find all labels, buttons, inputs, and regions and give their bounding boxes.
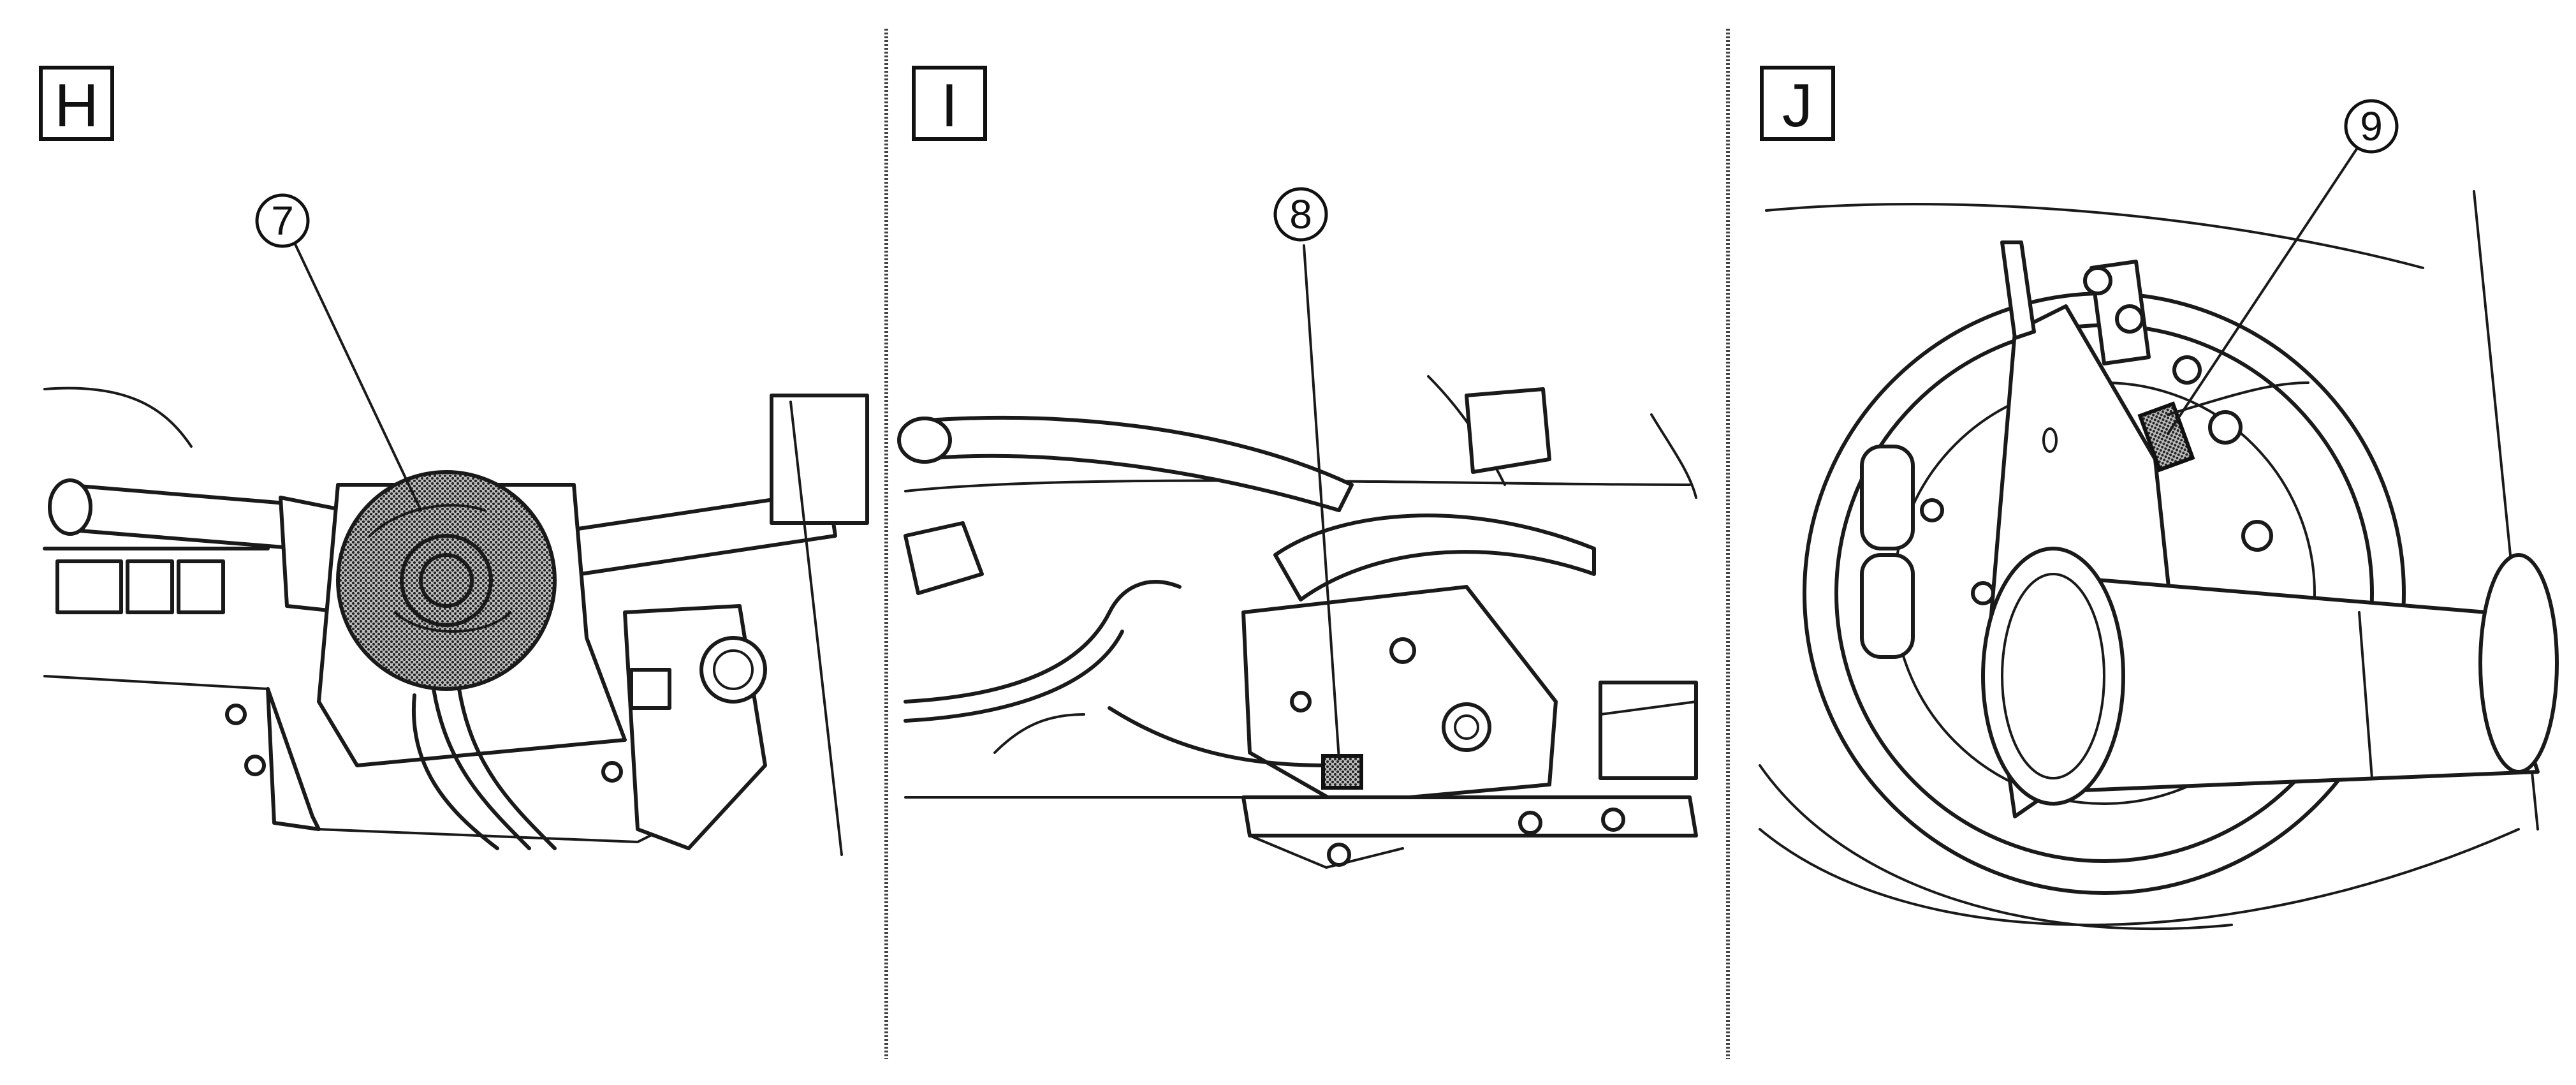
panel-i-label: I	[941, 71, 958, 140]
steering-column-illustration	[43, 232, 869, 856]
panel-h-label: H	[54, 71, 98, 140]
panel-i-label-box	[912, 66, 987, 141]
sensor-connector	[1321, 754, 1363, 790]
callout-8: 8	[1273, 187, 1328, 242]
panel-h-label-box	[39, 66, 114, 141]
panel-h: H	[39, 66, 869, 856]
panel-j-label: J	[1782, 71, 1813, 140]
axle-hub-illustration	[1759, 139, 2559, 931]
spiral-cable	[336, 470, 557, 691]
parking-brake-illustration	[897, 244, 1698, 869]
callout-8-number: 8	[1289, 191, 1312, 237]
callout-8-circle	[1273, 187, 1328, 242]
callout-7-circle	[255, 193, 310, 248]
callout-9: 9	[2344, 99, 2399, 154]
panel-j-label-box	[1760, 66, 1835, 141]
callout-7: 7	[255, 193, 310, 248]
panel-i: I	[897, 66, 1698, 869]
callout-9-circle	[2344, 99, 2399, 154]
callout-9-number: 9	[2360, 103, 2383, 149]
callout-7-number: 7	[271, 198, 294, 244]
wheel-sensor	[2137, 401, 2195, 473]
panel-j: J	[1759, 66, 2559, 931]
